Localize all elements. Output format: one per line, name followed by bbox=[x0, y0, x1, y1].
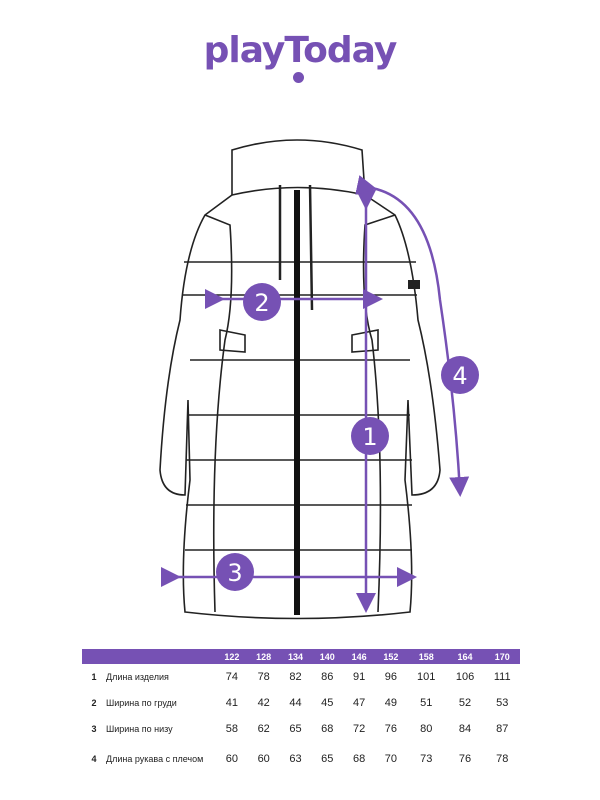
row-label: Ширина по груди bbox=[106, 698, 177, 708]
table-cell: 101 bbox=[417, 671, 436, 683]
size-col: 164 bbox=[445, 649, 485, 664]
table-cell: 65 bbox=[321, 753, 334, 765]
table-cell: 62 bbox=[257, 723, 270, 735]
svg-text:1: 1 bbox=[362, 423, 377, 451]
row-number: 3 bbox=[91, 724, 97, 734]
table-cell: 45 bbox=[321, 697, 334, 709]
table-cell: 68 bbox=[321, 723, 334, 735]
table-cell: 49 bbox=[384, 697, 397, 709]
table-cell: 73 bbox=[420, 753, 433, 765]
table-row: 1 Длина изделия 74 78 82 86 91 96 101 106 111 bbox=[82, 664, 520, 690]
svg-text:2: 2 bbox=[254, 289, 269, 317]
table-cell: 76 bbox=[384, 723, 397, 735]
svg-text:3: 3 bbox=[227, 559, 242, 587]
table-cell: 60 bbox=[225, 753, 239, 765]
size-col: 170 bbox=[484, 649, 520, 664]
table-cell: 87 bbox=[496, 723, 509, 735]
table-cell: 111 bbox=[493, 671, 511, 683]
table-cell: 53 bbox=[496, 697, 509, 709]
table-cell: 63 bbox=[289, 753, 302, 765]
table-cell: 47 bbox=[352, 697, 366, 709]
marker-4: 4 bbox=[441, 356, 479, 394]
table-cell: 91 bbox=[352, 671, 366, 683]
marker-1: 1 bbox=[351, 417, 389, 455]
table-row: 4 Длина рукава с плечом 60 60 63 65 68 70 73 76 78 bbox=[82, 742, 520, 776]
table-cell: 74 bbox=[225, 671, 239, 683]
table-cell: 96 bbox=[384, 671, 397, 683]
table-cell: 58 bbox=[225, 723, 239, 735]
table-cell: 82 bbox=[289, 671, 302, 683]
table-cell: 70 bbox=[384, 753, 397, 765]
table-cell: 68 bbox=[352, 753, 366, 765]
table-row: 3 Ширина по низу 58 62 65 68 72 76 80 84 87 bbox=[82, 716, 520, 742]
table-cell: 41 bbox=[225, 697, 239, 709]
row-number: 4 bbox=[91, 754, 97, 764]
table-cell: 106 bbox=[455, 671, 475, 683]
size-col: 140 bbox=[311, 649, 344, 664]
table-cell: 86 bbox=[321, 671, 334, 683]
table-cell: 44 bbox=[289, 697, 302, 709]
logo-dot bbox=[293, 72, 304, 83]
table-cell: 60 bbox=[257, 753, 270, 765]
table-cell: 42 bbox=[257, 697, 270, 709]
row-label: Длина изделия bbox=[106, 672, 169, 682]
table-cell: 51 bbox=[420, 697, 433, 709]
table-cell: 84 bbox=[458, 723, 472, 735]
brand-logo: playToday bbox=[203, 30, 398, 71]
coat-drawing: 1 2 3 4 bbox=[159, 139, 479, 620]
table-cell: 78 bbox=[257, 671, 270, 683]
marker-2: 2 bbox=[243, 283, 281, 321]
size-col: 158 bbox=[406, 649, 446, 664]
size-col: 134 bbox=[279, 649, 312, 664]
table-cell: 78 bbox=[496, 753, 509, 765]
measure-line-4 bbox=[355, 175, 470, 497]
table-cell: 52 bbox=[458, 697, 472, 709]
table-cell: 72 bbox=[352, 723, 366, 735]
size-col: 152 bbox=[374, 649, 407, 664]
row-label: Длина рукава с плечом bbox=[106, 754, 204, 764]
size-header-row: 122 128 134 140 146 152 158 164 170 bbox=[82, 649, 520, 664]
size-col: 122 bbox=[216, 649, 248, 664]
row-label: Ширина по низу bbox=[106, 724, 173, 734]
size-col: 128 bbox=[247, 649, 280, 664]
marker-3: 3 bbox=[216, 553, 254, 591]
row-number: 2 bbox=[91, 698, 97, 708]
row-number: 1 bbox=[91, 672, 97, 682]
table-cell: 65 bbox=[289, 723, 302, 735]
table-cell: 80 bbox=[420, 723, 433, 735]
table-row: 2 Ширина по груди 41 42 44 45 47 49 51 52 53 bbox=[82, 690, 520, 716]
sleeve-logo-patch bbox=[408, 280, 420, 289]
size-col: 146 bbox=[343, 649, 375, 664]
table-cell: 76 bbox=[458, 753, 472, 765]
svg-text:4: 4 bbox=[452, 362, 467, 390]
